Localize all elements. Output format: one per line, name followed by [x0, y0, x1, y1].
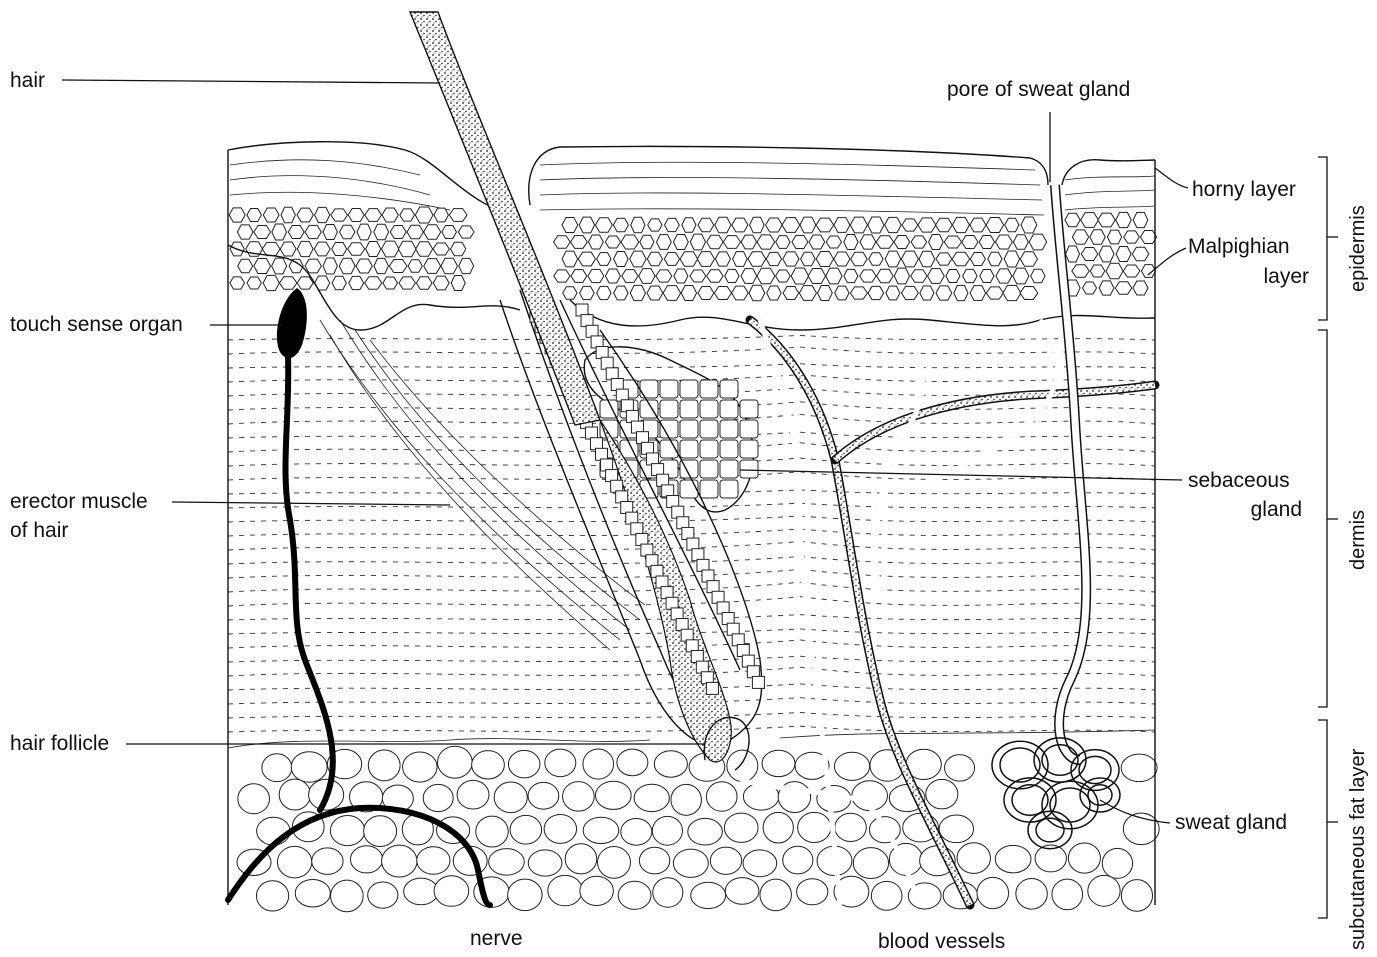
- dermis-bracket: [1318, 330, 1327, 707]
- labels: hair pore of sweat gland horny layer Mal…: [10, 69, 1369, 952]
- label-malpighian-line1: Malpighian: [1188, 235, 1290, 258]
- skin-surface-middle: [529, 146, 1048, 205]
- label-sweat-gland: sweat gland: [1175, 811, 1287, 834]
- skin-surface-right: [1062, 160, 1155, 185]
- label-erector-line1: erector muscle: [10, 490, 148, 513]
- label-pore: pore of sweat gland: [947, 78, 1130, 101]
- epidermis-bracket: [1318, 157, 1327, 320]
- dermis-fat-boundary: [228, 739, 650, 748]
- fat-cells: [237, 746, 1159, 912]
- erector-muscle: [320, 320, 645, 650]
- label-nerve: nerve: [470, 927, 523, 950]
- label-hair: hair: [10, 69, 45, 92]
- hair-follicle: [500, 290, 764, 770]
- label-subcutaneous-fat-layer: subcutaneous fat layer: [1347, 748, 1369, 950]
- label-horny-layer: horny layer: [1192, 178, 1296, 201]
- malpighian-cells: [229, 207, 1156, 301]
- subcutaneous-bracket: [1318, 720, 1327, 918]
- label-blood-vessels: blood vessels: [878, 930, 1005, 952]
- label-sebaceous-line2: gland: [1251, 498, 1302, 521]
- label-erector-line2: of hair: [10, 519, 68, 542]
- label-dermis: dermis: [1347, 510, 1369, 570]
- label-sebaceous-line1: sebaceous: [1188, 469, 1290, 492]
- layer-brackets: [1318, 157, 1338, 918]
- label-hair-follicle: hair follicle: [10, 732, 109, 755]
- horny-layer-lines: [230, 160, 1155, 215]
- skin-block: [228, 142, 1159, 912]
- label-touch-sense-organ: touch sense organ: [10, 313, 183, 336]
- label-epidermis: epidermis: [1347, 205, 1369, 292]
- label-malpighian-line2: layer: [1263, 265, 1309, 288]
